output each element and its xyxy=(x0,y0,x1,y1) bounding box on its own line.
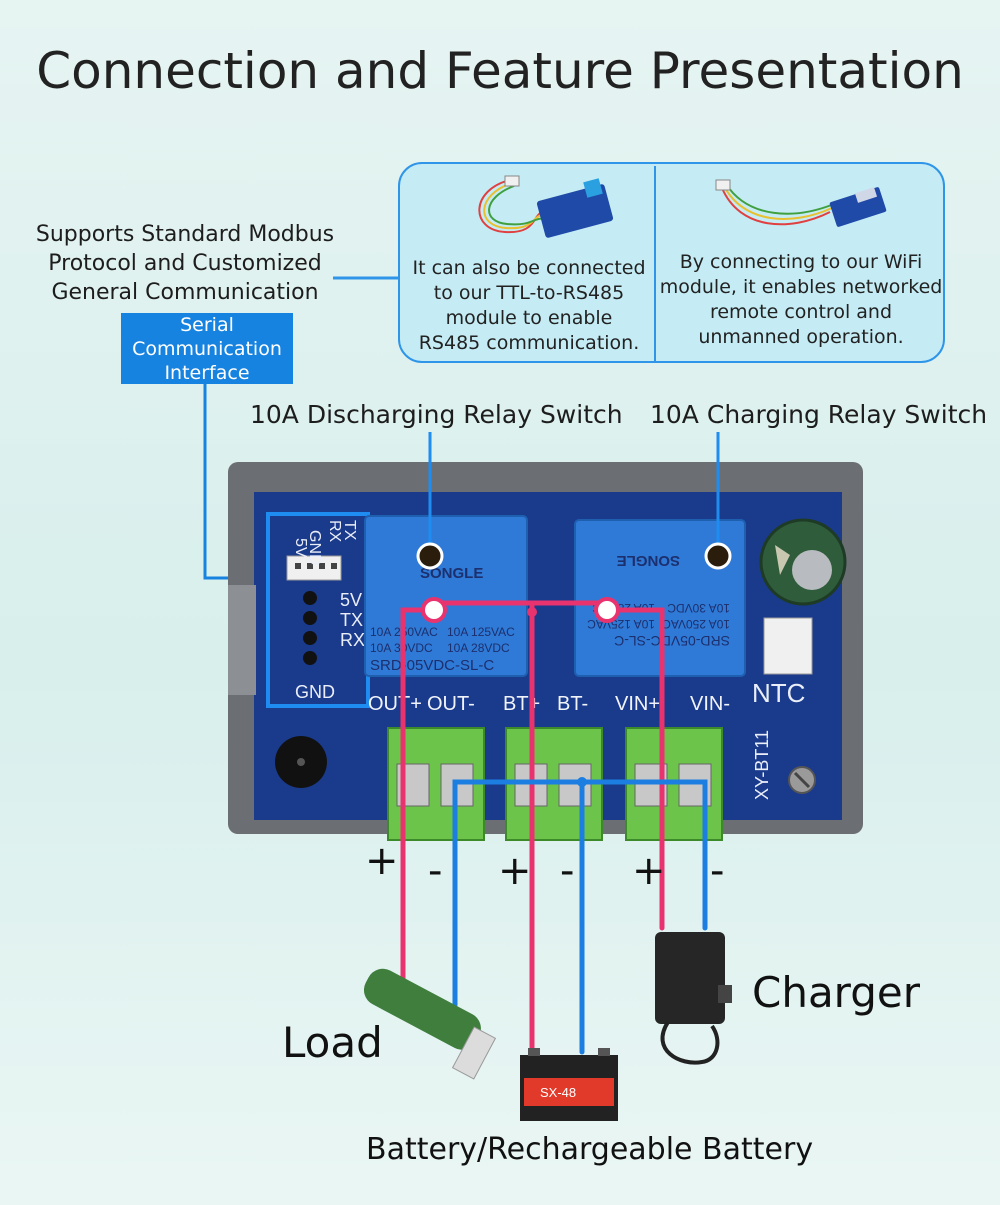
terminal-label-out-minus: OUT- xyxy=(427,693,475,715)
battery-brand: SX-48 xyxy=(540,1085,576,1100)
charger-label: Charger xyxy=(752,968,920,1017)
badge-line: Interface xyxy=(164,361,250,384)
battery-label: Battery/Rechargeable Battery xyxy=(366,1132,814,1167)
junction xyxy=(527,607,537,617)
enclosure-clip xyxy=(228,585,256,695)
ntc-label: NTC xyxy=(752,678,805,708)
screw-icon xyxy=(788,766,816,794)
discharge-switch-contact xyxy=(421,597,447,623)
sign-out-minus: - xyxy=(428,848,443,894)
rs485-module-icon xyxy=(478,175,614,238)
rs485-line: to our TTL-to-RS485 xyxy=(433,282,625,304)
charge-switch-contact xyxy=(594,597,620,623)
header-tx: TX xyxy=(340,610,363,630)
modbus-line: Supports Standard Modbus xyxy=(35,222,335,247)
discharge-relay-marker xyxy=(416,542,444,570)
modbus-description: Supports Standard Modbus Protocol and Cu… xyxy=(20,220,350,307)
header-gnd: GND xyxy=(295,682,335,702)
terminal-label-vin-plus: VIN+ xyxy=(615,693,660,715)
pin-5v: 5V xyxy=(292,538,309,558)
rs485-description: It can also be connected to our TTL-to-R… xyxy=(405,256,653,356)
battery-icon: SX-48 xyxy=(520,1048,618,1121)
header-5v: 5V xyxy=(340,590,362,610)
rs485-line: module to enable xyxy=(445,307,613,329)
pin-gnd: GND xyxy=(306,530,323,566)
modbus-line: General Communication xyxy=(51,280,319,305)
capacitor-icon xyxy=(759,518,847,606)
wifi-line: remote control and xyxy=(709,301,893,323)
serial-interface-badge: Serial Communication Interface xyxy=(121,313,293,384)
resistor-load-icon xyxy=(363,968,497,1080)
charger-icon xyxy=(655,932,732,1065)
wifi-line: By connecting to our WiFi xyxy=(679,251,923,273)
modbus-line: Protocol and Customized xyxy=(48,251,322,276)
relay-brand: SONGLE xyxy=(420,565,483,582)
sign-vin-minus: - xyxy=(710,848,725,894)
load-label: Load xyxy=(282,1018,383,1067)
relay-model: SRD-05VDC-SL-C xyxy=(614,633,730,649)
relay-model: SRD-05VDC-SL-C xyxy=(370,657,494,674)
ntc-connector xyxy=(763,617,813,675)
relay-brand: SONGLE xyxy=(617,552,680,569)
charge-relay-marker xyxy=(704,542,732,570)
wifi-description: By connecting to our WiFi module, it ena… xyxy=(658,250,944,350)
relay-discharge: SONGLE 10A 250VAC 10A 125VAC 10A 30VDC 1… xyxy=(364,515,528,677)
relay-rating: 10A 250VAC xyxy=(662,617,730,631)
relay-rating: 10A 30VDC xyxy=(667,601,730,615)
sign-bt-plus: + xyxy=(498,848,532,894)
wifi-module-icon xyxy=(715,179,887,227)
pin-rx: RX xyxy=(326,520,343,543)
panel-divider xyxy=(654,166,656,362)
badge-line: Communication xyxy=(132,337,282,360)
relay-rating: 10A 125VAC xyxy=(587,617,655,631)
sign-bt-minus: - xyxy=(560,848,575,894)
terminal-label-out-plus: OUT+ xyxy=(368,693,422,715)
buzzer-icon xyxy=(275,736,327,788)
terminal-label-bt-minus: BT- xyxy=(557,693,588,715)
model-label: XY-BT11 xyxy=(752,730,772,800)
charge-relay-label: 10A Charging Relay Switch xyxy=(650,400,988,429)
rs485-line: RS485 communication. xyxy=(418,332,640,354)
discharge-relay-label: 10A Discharging Relay Switch xyxy=(250,400,623,429)
badge-line: Serial xyxy=(180,313,234,336)
junction xyxy=(577,777,587,787)
positive-wires xyxy=(400,600,665,1055)
terminal-label-vin-minus: VIN- xyxy=(690,693,730,715)
sign-vin-plus: + xyxy=(632,848,666,894)
wifi-line: module, it enables networked xyxy=(659,276,943,298)
pin-tx: TX xyxy=(341,520,358,541)
relay-rating: 10A 125VAC xyxy=(447,625,515,639)
wifi-line: unmanned operation. xyxy=(698,326,904,348)
rs485-line: It can also be connected xyxy=(412,257,646,279)
page-title: Connection and Feature Presentation xyxy=(36,42,964,100)
modules-panel xyxy=(398,162,945,363)
sign-out-plus: + xyxy=(365,838,399,884)
terminal-label-bt-plus: BT+ xyxy=(503,693,540,715)
relay-rating: 10A 28VDC xyxy=(447,641,510,655)
header-rx: RX xyxy=(340,630,365,650)
